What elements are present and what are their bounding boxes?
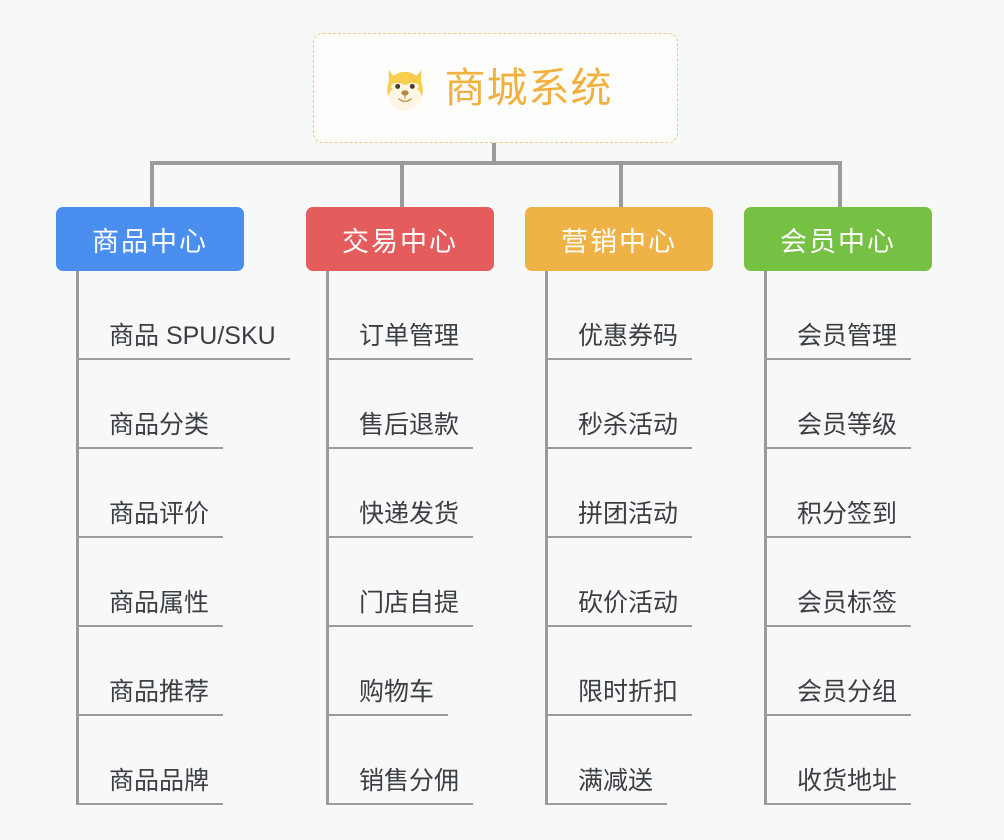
- leaf-item[interactable]: 会员标签: [764, 538, 974, 627]
- connector-drop-branch-1: [150, 161, 154, 209]
- branch-items-marketing-center: 优惠券码 秒杀活动 拼团活动 砍价活动 限时折扣 满减送: [545, 271, 755, 805]
- leaf-item[interactable]: 砍价活动: [545, 538, 755, 627]
- branch-items-product-center: 商品 SPU/SKU 商品分类 商品评价 商品属性 商品推荐 商品品牌: [76, 271, 290, 805]
- leaf-item[interactable]: 商品 SPU/SKU: [76, 271, 290, 360]
- leaf-item-label: 商品品牌: [76, 767, 224, 805]
- leaf-item-label: 商品评价: [76, 500, 224, 538]
- leaf-item[interactable]: 会员分组: [764, 627, 974, 716]
- leaf-item-label: 拼团活动: [545, 500, 693, 538]
- leaf-item[interactable]: 拼团活动: [545, 449, 755, 538]
- leaf-item[interactable]: 商品推荐: [76, 627, 286, 716]
- root-node-title: 商城系统: [444, 64, 613, 111]
- leaf-item[interactable]: 会员等级: [764, 360, 974, 449]
- leaf-item[interactable]: 收货地址: [764, 716, 974, 805]
- leaf-item[interactable]: 商品品牌: [76, 716, 286, 805]
- branch-header-marketing-center[interactable]: 营销中心: [525, 207, 713, 271]
- leaf-item-label: 限时折扣: [545, 678, 693, 716]
- branch-column-marketing-center: 营销中心 优惠券码 秒杀活动 拼团活动 砍价活动 限时折扣 满减送: [525, 207, 755, 805]
- leaf-item-label: 商品分类: [76, 411, 224, 449]
- leaf-item[interactable]: 秒杀活动: [545, 360, 755, 449]
- connector-drop-branch-4: [838, 161, 842, 209]
- leaf-item-label: 会员管理: [764, 322, 912, 360]
- leaf-item[interactable]: 商品属性: [76, 538, 286, 627]
- leaf-item[interactable]: 销售分佣: [326, 716, 536, 805]
- leaf-item[interactable]: 售后退款: [326, 360, 536, 449]
- leaf-item[interactable]: 会员管理: [764, 271, 974, 360]
- leaf-item[interactable]: 满减送: [545, 716, 755, 805]
- connector-drop-branch-2: [400, 161, 404, 209]
- root-node-shop-system[interactable]: 商城系统: [313, 33, 678, 143]
- branch-column-trade-center: 交易中心 订单管理 售后退款 快递发货 门店自提 购物车 销售分佣: [306, 207, 536, 805]
- leaf-item-label: 售后退款: [326, 411, 474, 449]
- branch-header-member-center[interactable]: 会员中心: [744, 207, 932, 271]
- branch-header-label: 营销中心: [561, 226, 677, 257]
- leaf-item-label: 砍价活动: [545, 589, 693, 627]
- shiba-dog-icon: [386, 70, 423, 111]
- leaf-item[interactable]: 商品分类: [76, 360, 286, 449]
- leaf-item-label: 优惠券码: [545, 322, 693, 360]
- connector-drop-branch-3: [619, 161, 623, 209]
- leaf-item-label: 门店自提: [326, 589, 474, 627]
- leaf-item-label: 会员标签: [764, 589, 912, 627]
- leaf-item-label: 商品属性: [76, 589, 224, 627]
- branch-column-product-center: 商品中心 商品 SPU/SKU 商品分类 商品评价 商品属性 商品推荐 商品品牌: [56, 207, 290, 805]
- leaf-item-label: 满减送: [545, 767, 668, 805]
- leaf-item-label: 会员等级: [764, 411, 912, 449]
- branch-header-label: 交易中心: [342, 226, 458, 257]
- branch-items-trade-center: 订单管理 售后退款 快递发货 门店自提 购物车 销售分佣: [326, 271, 536, 805]
- leaf-item[interactable]: 优惠券码: [545, 271, 755, 360]
- leaf-item-label: 快递发货: [326, 500, 474, 538]
- branch-header-trade-center[interactable]: 交易中心: [306, 207, 494, 271]
- leaf-item[interactable]: 订单管理: [326, 271, 536, 360]
- leaf-item-label: 销售分佣: [326, 767, 474, 805]
- leaf-item[interactable]: 购物车: [326, 627, 536, 716]
- leaf-item[interactable]: 商品评价: [76, 449, 286, 538]
- leaf-item-label: 收货地址: [764, 767, 912, 805]
- leaf-item[interactable]: 限时折扣: [545, 627, 755, 716]
- branch-header-label: 会员中心: [780, 226, 896, 257]
- leaf-item[interactable]: 快递发货: [326, 449, 536, 538]
- branch-header-label: 商品中心: [92, 226, 208, 257]
- leaf-item-label: 购物车: [326, 678, 449, 716]
- branch-header-product-center[interactable]: 商品中心: [56, 207, 244, 271]
- connector-horizontal-bus: [150, 161, 842, 165]
- leaf-item-label: 积分签到: [764, 500, 912, 538]
- leaf-item-label: 商品 SPU/SKU: [76, 322, 290, 360]
- branch-items-member-center: 会员管理 会员等级 积分签到 会员标签 会员分组 收货地址: [764, 271, 974, 805]
- leaf-item-label: 商品推荐: [76, 678, 224, 716]
- leaf-item[interactable]: 门店自提: [326, 538, 536, 627]
- leaf-item[interactable]: 积分签到: [764, 449, 974, 538]
- leaf-item-label: 订单管理: [326, 322, 474, 360]
- leaf-item-label: 秒杀活动: [545, 411, 693, 449]
- branch-column-member-center: 会员中心 会员管理 会员等级 积分签到 会员标签 会员分组 收货地址: [744, 207, 974, 805]
- leaf-item-label: 会员分组: [764, 678, 912, 716]
- connector-root-stem: [492, 143, 496, 164]
